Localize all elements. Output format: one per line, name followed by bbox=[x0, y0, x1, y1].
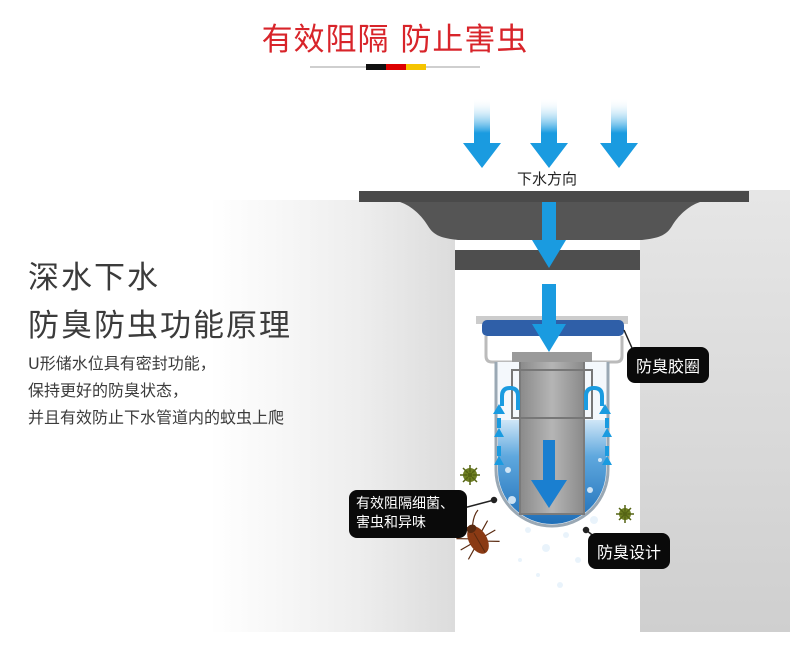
heading-line-1: 深水下水 bbox=[28, 260, 160, 296]
page-title: 有效阻隔 防止害虫 bbox=[261, 22, 529, 58]
downflow-arrows bbox=[463, 98, 638, 168]
arrow-down-center bbox=[531, 440, 567, 508]
arrow-into-trap bbox=[532, 284, 566, 352]
side-flow-arrows bbox=[500, 385, 604, 410]
bacteria-icon-1 bbox=[460, 465, 480, 485]
arrow-left bbox=[463, 98, 501, 168]
description-line-1: U形储水位具有密封功能， bbox=[28, 354, 216, 373]
bacteria-icon-2 bbox=[616, 505, 634, 523]
water-bubbles bbox=[505, 458, 602, 588]
arrow-through-grate bbox=[532, 202, 566, 268]
side-drip-arrows bbox=[493, 404, 612, 465]
flow-direction-label: 下水方向 bbox=[516, 170, 577, 188]
callout-design: 防臭设计 bbox=[588, 533, 671, 569]
arrow-mid bbox=[530, 98, 568, 168]
callout-blocking: 有效阻隔细菌、害虫和异味 bbox=[349, 490, 467, 538]
callout-gasket: 防臭胶圈 bbox=[627, 347, 710, 383]
description-line-2: 保持更好的防臭状态， bbox=[28, 381, 189, 400]
heading-line-2: 防臭防虫功能原理 bbox=[28, 308, 292, 344]
description-line-3: 并且有效防止下水管道内的蚊虫上爬 bbox=[28, 408, 285, 427]
cockroach-icon bbox=[451, 509, 500, 560]
title-underline bbox=[310, 64, 480, 70]
arrow-right bbox=[600, 98, 638, 168]
floor-left-wall bbox=[210, 200, 455, 632]
